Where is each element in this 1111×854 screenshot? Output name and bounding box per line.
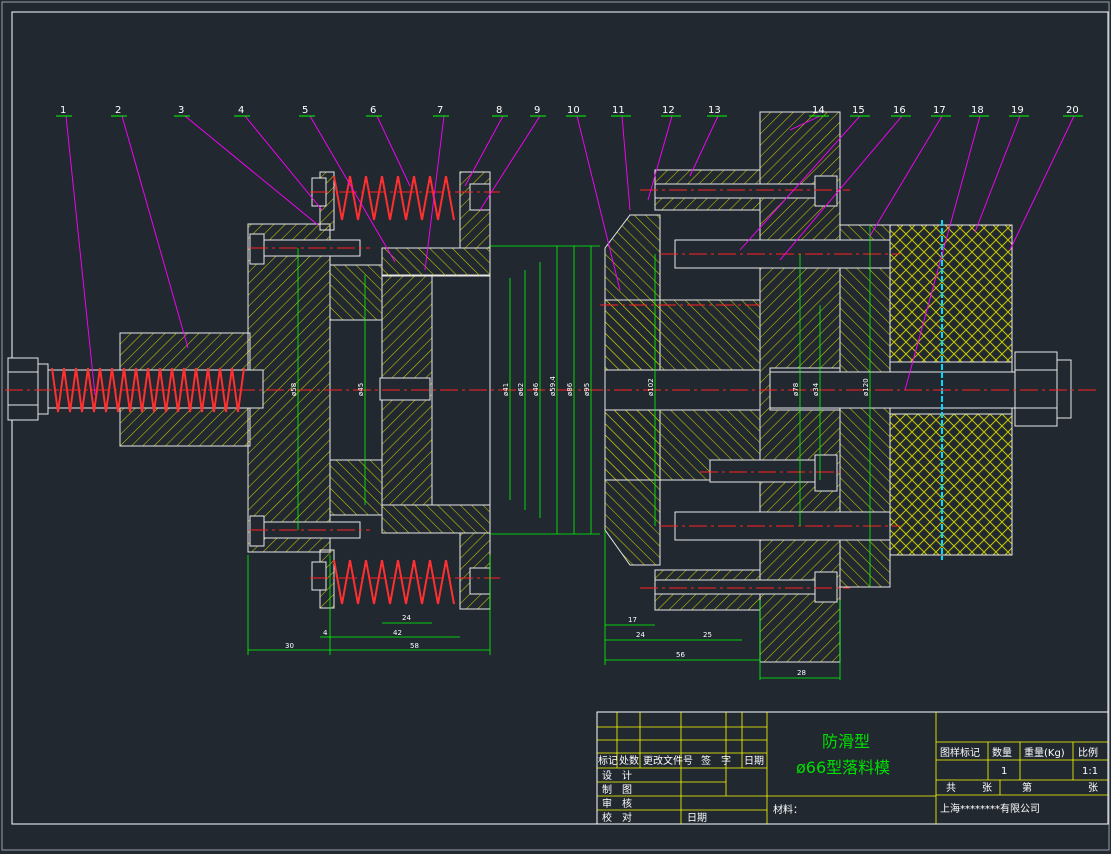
balloon-19: 19 <box>1011 105 1024 116</box>
material-label: 材料： <box>773 803 803 816</box>
dimension-lines <box>247 225 871 680</box>
balloon-18: 18 <box>971 105 984 116</box>
dim-d78: ø78 <box>792 383 800 396</box>
dim-58: 58 <box>410 642 419 650</box>
dim-25: 25 <box>703 631 712 639</box>
title-line-1: 防滑型 <box>822 732 870 751</box>
nut-right <box>1014 351 1058 427</box>
balloon-20: 20 <box>1066 105 1079 116</box>
dim-42: 42 <box>393 629 402 637</box>
right-die-assembly <box>604 111 1072 663</box>
balloon-12: 12 <box>662 105 675 116</box>
balloon-8: 8 <box>496 105 502 116</box>
balloon-10: 10 <box>567 105 580 116</box>
col-date: 日期 <box>744 755 764 767</box>
lower-spring <box>333 559 455 605</box>
header-weight: 重量(Kg) <box>1024 746 1065 759</box>
dim-d62: ø62 <box>517 383 525 396</box>
col-sign: 签 字 <box>701 754 731 767</box>
row-draw: 制 图 <box>602 783 632 796</box>
col-mark: 标记 <box>598 755 618 767</box>
balloon-3: 3 <box>178 105 184 116</box>
balloon-5: 5 <box>302 105 308 116</box>
balloon-1: 1 <box>60 105 66 116</box>
header-scale: 比例 <box>1078 746 1098 759</box>
dim-d46: ø46 <box>532 382 540 396</box>
centre-lines <box>5 189 1100 589</box>
balloon-7: 7 <box>437 105 443 116</box>
balloon-15: 15 <box>852 105 865 116</box>
dimension-texts: 30 4 42 24 58 17 24 25 56 28 ø58 ø45 ø41… <box>285 376 870 677</box>
leader-lines <box>65 115 1075 396</box>
quantity-value: 1 <box>1001 766 1007 777</box>
dim-28: 28 <box>797 669 806 677</box>
dim-d86: ø86 <box>566 382 574 396</box>
row-review: 审 核 <box>602 797 632 810</box>
balloon-6: 6 <box>370 105 376 116</box>
dim-d58: ø58 <box>290 383 298 396</box>
sheet-total: 共 <box>946 782 956 794</box>
header-sample-mark: 图样标记 <box>940 746 980 759</box>
dim-d95: ø95 <box>583 383 591 396</box>
stripper-bottom <box>381 504 491 534</box>
sheet-number: 第 <box>1022 781 1032 794</box>
dim-17: 17 <box>628 616 637 624</box>
dim-d45: ø45 <box>357 383 365 396</box>
balloon-9: 9 <box>534 105 540 116</box>
sheet-unit-2: 张 <box>1088 782 1098 794</box>
row-design: 设 计 <box>602 769 632 782</box>
sheet-unit: 张 <box>982 782 992 794</box>
row-check: 校 对 <box>602 811 632 824</box>
main-spring <box>51 367 245 413</box>
date-label: 日期 <box>687 812 707 824</box>
balloon-2: 2 <box>115 105 121 116</box>
header-quantity: 数量 <box>992 746 1012 759</box>
dim-4: 4 <box>323 629 328 637</box>
balloon-11: 11 <box>612 105 625 116</box>
dim-d102: ø102 <box>647 378 655 396</box>
stripper-top <box>381 247 491 277</box>
balloon-14: 14 <box>812 105 825 116</box>
bolt-right <box>769 371 1021 409</box>
title-line-2: ø66型落料模 <box>796 758 890 777</box>
balloon-17: 17 <box>933 105 946 116</box>
dim-24b: 24 <box>636 631 645 639</box>
balloon-16: 16 <box>893 105 906 116</box>
balloon-labels: 1 2 3 4 5 6 7 8 9 10 11 12 13 14 15 16 1… <box>60 105 1079 116</box>
title-block: 防滑型 ø66型落料模 标记 处数 更改文件号 签 字 日期 设 计 制 图 审… <box>596 711 1109 825</box>
balloon-13: 13 <box>708 105 721 116</box>
dim-24: 24 <box>402 614 411 622</box>
dim-d120: ø120 <box>862 378 870 396</box>
dim-d41: ø41 <box>502 383 510 396</box>
punch-holder-bottom <box>329 459 383 516</box>
col-count: 处数 <box>619 754 639 767</box>
dim-56: 56 <box>676 651 685 659</box>
punch-holder-top <box>329 264 383 321</box>
dim-d34: ø34 <box>812 382 820 396</box>
scale-value: 1:1 <box>1082 766 1098 777</box>
company-name: 上海********有限公司 <box>940 802 1040 815</box>
balloon-4: 4 <box>238 105 244 116</box>
dim-d59: ø59.4 <box>549 376 557 396</box>
nut-left <box>7 357 39 421</box>
dim-30: 30 <box>285 642 294 650</box>
col-change-doc: 更改文件号 <box>643 754 693 767</box>
